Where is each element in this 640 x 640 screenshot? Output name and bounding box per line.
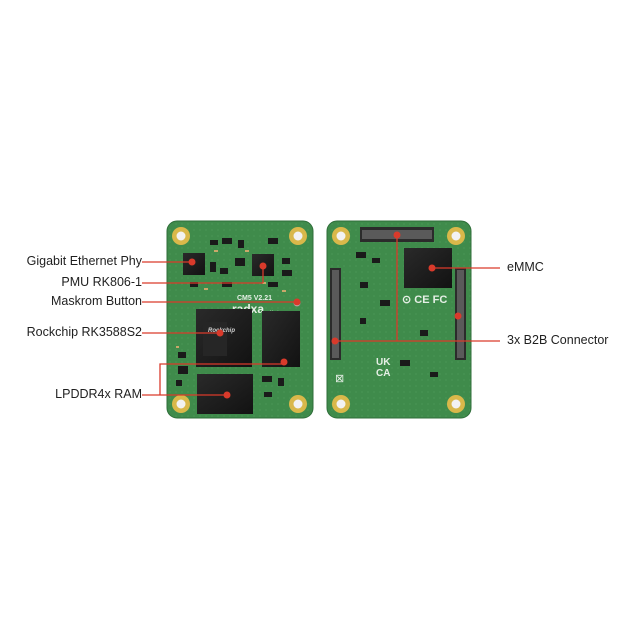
label-rockchip: Rockchip RK3588S2 [26, 325, 142, 339]
rear-board: ⊙ CE FC UK CA ⊠ [326, 220, 472, 419]
weee-mark: ⊠ [335, 373, 344, 385]
certification-marks: ⊙ CE FC [402, 294, 447, 306]
label-gigabit-ethernet-phy: Gigabit Ethernet Phy [26, 254, 142, 268]
ukca-mark-2: CA [376, 368, 390, 379]
label-emmc: eMMC [507, 260, 544, 274]
front-board: CM5 V2.21 radxa Maskrom Rockchip [166, 220, 314, 419]
label-maskrom-button: Maskrom Button [50, 294, 142, 308]
label-pmu: PMU RK806-1 [61, 275, 142, 289]
callout-lines [142, 235, 500, 396]
rear-mounting-holes [332, 227, 465, 413]
label-lpddr4x-ram: LPDDR4x RAM [55, 387, 142, 401]
front-model-silkscreen: CM5 V2.21 [237, 295, 272, 302]
front-mounting-holes [172, 227, 307, 413]
ram-chip-top [262, 311, 300, 367]
callout-dots [188, 231, 462, 399]
ukca-mark: UK [376, 357, 391, 368]
label-b2b-connector: 3x B2B Connector [507, 333, 609, 347]
